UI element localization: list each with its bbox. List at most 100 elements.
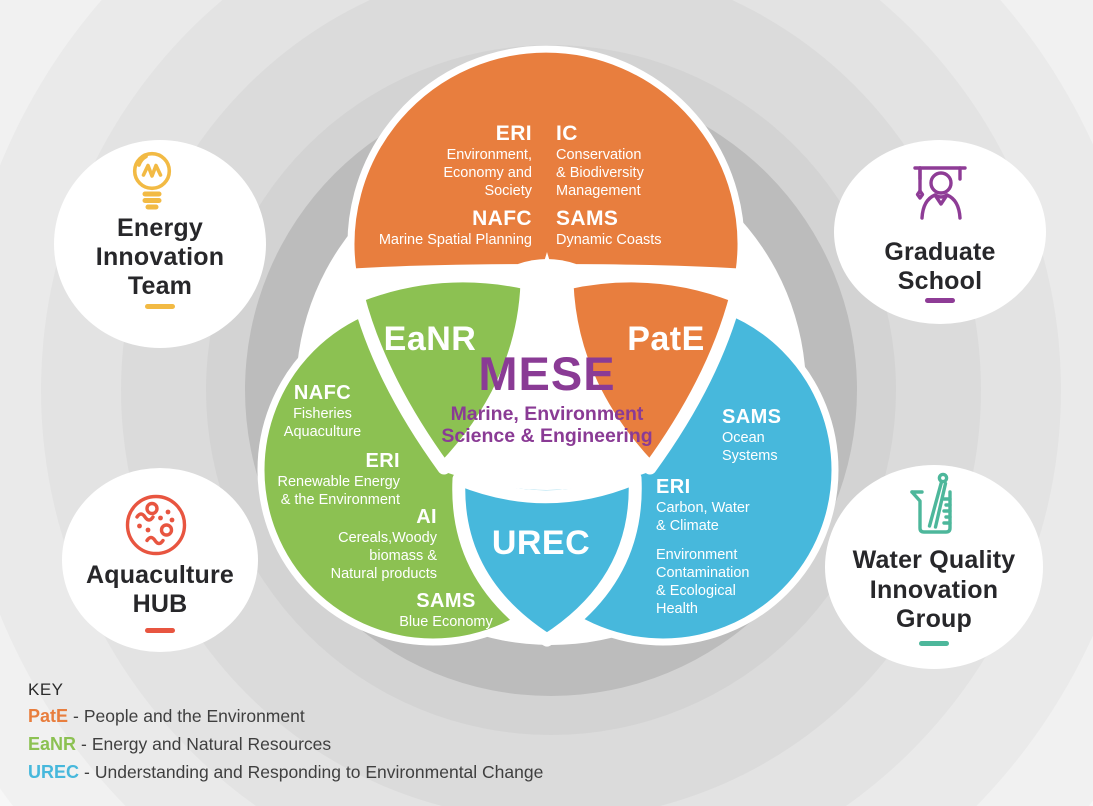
- center-white-area: [445, 252, 649, 490]
- graduate-disc: [834, 140, 1046, 324]
- key-abbr-pate: PatE: [28, 706, 69, 726]
- org-line: Aquaculture: [283, 424, 362, 440]
- org-line: Environment,: [446, 147, 532, 163]
- org-name: NAFC: [293, 382, 352, 404]
- urec-sector-block: SAMS Ocean Systems: [722, 405, 781, 465]
- petri-dish-icon: [124, 493, 188, 562]
- center-acronym: MESE: [478, 347, 616, 400]
- pate-petal-label: PatE: [627, 320, 705, 358]
- org-line: Contamination: [656, 565, 750, 581]
- label-line: Group: [896, 605, 972, 633]
- water-disc: [825, 465, 1043, 669]
- pate-sector-block: ERI Environment, Economy and Society: [379, 122, 532, 200]
- org-line: & Biodiversity: [556, 165, 644, 181]
- key-desc-urec: Understanding and Responding to Environm…: [94, 762, 544, 782]
- urec-sector-block: Environment Contamination & Ecological H…: [656, 546, 750, 618]
- key-entry-urec: UREC-Understanding and Responding to Env…: [28, 761, 543, 784]
- center-subtitle-line: Science & Engineering: [441, 425, 653, 447]
- org-line: Systems: [722, 448, 778, 464]
- pate-dome-shape: [347, 45, 745, 276]
- graduate-school-label: Graduate School: [830, 238, 1050, 296]
- aquaculture-hub-label: Aquaculture HUB: [50, 561, 270, 619]
- key-abbr-eanr: EaNR: [28, 734, 77, 754]
- org-name: AI: [416, 506, 437, 528]
- eanr-sector-block: SAMS Blue Economy: [366, 589, 526, 631]
- label-line: Energy: [117, 214, 203, 242]
- org-line: & Ecological: [656, 583, 736, 599]
- label-line: Innovation: [869, 575, 999, 604]
- org-line: Conservation: [556, 147, 642, 163]
- eanr-sector-block: AI Cereals,Woody biomass & Natural produ…: [331, 505, 437, 583]
- key-desc-eanr: Energy and Natural Resources: [91, 734, 332, 754]
- org-name: SAMS: [556, 207, 619, 230]
- key-separator: -: [73, 706, 79, 726]
- key-separator: -: [84, 762, 90, 782]
- org-name: SAMS: [722, 406, 782, 428]
- graduate-cap-icon: [908, 158, 972, 237]
- org-line: biomass &: [369, 548, 437, 564]
- graduate-accent-dash: [925, 298, 955, 303]
- energy-innovation-team-label: Energy Innovation Team: [50, 214, 270, 301]
- eanr-petal-label: EaNR: [383, 320, 477, 358]
- org-line: Management: [556, 183, 641, 199]
- aquaculture-accent-dash: [145, 628, 175, 633]
- eanr-sector-block: ERI Renewable Energy & the Environment: [277, 449, 400, 509]
- org-name: ERI: [365, 450, 400, 472]
- label-line: Innovation: [95, 243, 225, 271]
- pate-sector-right-column: IC Conservation & Biodiversity Managemen…: [556, 122, 662, 249]
- org-line: Dynamic Coasts: [556, 232, 662, 248]
- org-line: Blue Economy: [399, 614, 493, 630]
- org-line: Cereals,Woody: [338, 530, 437, 546]
- key-title: KEY: [28, 680, 64, 699]
- pate-sector-block: SAMS Dynamic Coasts: [556, 207, 662, 249]
- org-line: Renewable Energy: [277, 474, 400, 490]
- org-line: Environment: [656, 547, 738, 563]
- eanr-petal-shape: [351, 269, 534, 475]
- eanr-sector-block: NAFC Fisheries Aquaculture: [240, 381, 405, 441]
- pate-sector-block: NAFC Marine Spatial Planning: [379, 207, 532, 249]
- org-name: ERI: [495, 122, 532, 145]
- label-line: HUB: [132, 590, 188, 618]
- org-line: Ocean: [722, 430, 765, 446]
- label-line: School: [897, 267, 983, 295]
- org-line: Economy and: [443, 165, 532, 181]
- energy-accent-dash: [145, 304, 175, 309]
- org-name: ERI: [656, 476, 691, 498]
- key-entry-pate: PatE-People and the Environment: [28, 705, 543, 728]
- key-desc-pate: People and the Environment: [83, 706, 305, 726]
- org-line: Carbon, Water: [656, 500, 750, 516]
- label-line: Water Quality: [852, 546, 1016, 574]
- org-line: Fisheries: [293, 406, 352, 422]
- org-name: SAMS: [416, 590, 476, 612]
- pate-petal-shape: [560, 269, 743, 475]
- key-abbr-urec: UREC: [28, 762, 80, 782]
- org-name: NAFC: [472, 207, 532, 230]
- org-line: Society: [484, 183, 532, 199]
- lightbulb-icon: [128, 150, 176, 221]
- trefoil: [257, 45, 839, 647]
- pate-sector-left-column: ERI Environment, Economy and Society NAF…: [379, 122, 532, 249]
- water-accent-dash: [919, 641, 949, 646]
- urec-petal-shape: [452, 471, 642, 647]
- key-entry-eanr: EaNR-Energy and Natural Resources: [28, 733, 543, 756]
- label-line: Graduate: [884, 238, 996, 266]
- org-line: & the Environment: [280, 492, 400, 508]
- org-line: Marine Spatial Planning: [378, 232, 532, 248]
- center-subtitle: Marine, Environment Science & Engineerin…: [417, 403, 677, 447]
- urec-petal-label: UREC: [491, 524, 591, 562]
- center-subtitle-line: Marine, Environment: [450, 403, 644, 425]
- energy-disc: [54, 140, 266, 348]
- key-separator: -: [81, 734, 87, 754]
- urec-sector-block: ERI Carbon, Water & Climate: [656, 475, 750, 535]
- key-legend: KEY PatE-People and the Environment EaNR…: [28, 680, 543, 784]
- beaker-icon: [908, 471, 956, 546]
- org-name: IC: [556, 122, 578, 145]
- org-line: Natural products: [330, 566, 437, 582]
- org-line: & Climate: [656, 518, 719, 534]
- water-quality-innovation-group-label: Water Quality Innovation Group: [819, 546, 1049, 635]
- pate-sector-block: IC Conservation & Biodiversity Managemen…: [556, 122, 662, 200]
- aquaculture-disc: [62, 468, 258, 652]
- label-line: Aquaculture: [85, 561, 235, 589]
